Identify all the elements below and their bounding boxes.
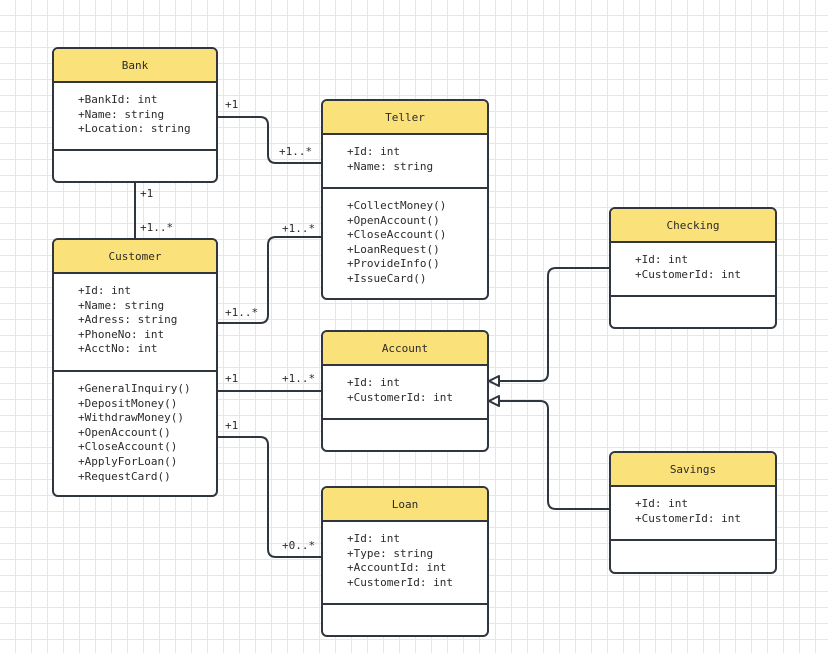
attribute: +AcctNo: int [78, 342, 158, 356]
multiplicity-customer-loan-target: +0..* [282, 539, 316, 552]
multiplicity-customer-teller-target: +1..* [282, 222, 316, 235]
class-teller[interactable]: Teller +Id: int +Name: string +CollectMo… [321, 99, 489, 300]
operation: +DepositMoney() [78, 396, 178, 410]
class-teller-attributes: +Id: int +Name: string [323, 135, 487, 189]
class-checking-header: Checking [611, 209, 775, 243]
attribute: +PhoneNo: int [78, 327, 165, 341]
attribute: +Id: int [635, 497, 688, 510]
attribute: +Id: int [347, 376, 400, 389]
class-bank[interactable]: Bank +BankId: int +Name: string +Locatio… [52, 47, 218, 183]
class-loan-header: Loan [323, 488, 487, 522]
class-loan-attributes: +Id: int +Type: string +AccountId: int +… [323, 522, 487, 605]
multiplicity-customer-loan-source: +1 [225, 419, 239, 432]
class-savings-header: Savings [611, 453, 775, 487]
multiplicity-customer-teller-source: +1..* [225, 306, 259, 319]
operation: +ApplyForLoan() [78, 454, 178, 468]
attribute: +CustomerId: int [347, 575, 453, 589]
attribute: +Id: int [347, 145, 400, 158]
attribute: +Name: string [78, 298, 165, 312]
class-loan-name: Loan [391, 497, 419, 511]
operation: +CloseAccount() [78, 440, 178, 454]
attribute: +CustomerId: int [635, 267, 741, 281]
attribute: +Type: string [347, 546, 434, 560]
generalization-checking-account[interactable] [499, 267, 610, 382]
inheritance-arrowhead-checking [488, 375, 500, 387]
class-customer-attributes: +Id: int +Name: string +Adress: string +… [54, 274, 216, 372]
operation: +RequestCard() [78, 469, 171, 483]
association-customer-loan[interactable] [218, 436, 322, 558]
attribute: +CustomerId: int [635, 511, 741, 525]
attribute: +AccountId: int [347, 561, 447, 575]
class-savings[interactable]: Savings +Id: int +CustomerId: int [609, 451, 777, 574]
association-bank-teller[interactable] [218, 116, 322, 164]
multiplicity-bank-customer-target: +1..* [140, 221, 174, 234]
class-account-attributes: +Id: int +CustomerId: int [323, 366, 487, 420]
class-loan[interactable]: Loan +Id: int +Type: string +AccountId: … [321, 486, 489, 637]
attribute: +Name: string [78, 107, 165, 121]
multiplicity-customer-account-source: +1 [225, 372, 239, 385]
multiplicity-bank-customer-source: +1 [140, 187, 154, 200]
class-bank-name: Bank [121, 58, 149, 72]
operation: +WithdrawMoney() [78, 411, 184, 425]
class-customer-header: Customer [54, 240, 216, 274]
multiplicity-customer-account-target: +1..* [282, 372, 316, 385]
class-account-header: Account [323, 332, 487, 366]
class-teller-header: Teller [323, 101, 487, 135]
operation: +CollectMoney() [347, 199, 447, 212]
attribute: +Id: int [635, 253, 688, 266]
multiplicity-bank-teller-target: +1..* [279, 145, 313, 158]
class-bank-attributes: +BankId: int +Name: string +Location: st… [54, 83, 216, 151]
class-account-name: Account [381, 341, 429, 355]
attribute: +BankId: int [78, 93, 158, 106]
class-checking-attributes: +Id: int +CustomerId: int [611, 243, 775, 297]
association-customer-teller[interactable] [218, 236, 322, 324]
operation: +OpenAccount() [347, 213, 440, 227]
multiplicity-bank-teller-source: +1 [225, 98, 239, 111]
operation: +ProvideInfo() [347, 257, 440, 271]
attribute: +Id: int [78, 284, 131, 297]
attribute: +Name: string [347, 159, 434, 173]
class-checking[interactable]: Checking +Id: int +CustomerId: int [609, 207, 777, 329]
operation: +GeneralInquiry() [78, 382, 191, 395]
attribute: +CustomerId: int [347, 390, 453, 404]
attribute: +Adress: string [78, 313, 178, 327]
attribute: +Location: string [78, 122, 191, 136]
class-customer[interactable]: Customer +Id: int +Name: string +Adress:… [52, 238, 218, 497]
class-teller-operations: +CollectMoney() +OpenAccount() +CloseAcc… [323, 189, 487, 287]
class-checking-name: Checking [666, 218, 720, 232]
operation: +IssueCard() [347, 271, 427, 285]
class-customer-operations: +GeneralInquiry() +DepositMoney() +Withd… [54, 372, 216, 484]
operation: +CloseAccount() [347, 228, 447, 242]
operation: +LoanRequest() [347, 242, 440, 256]
class-teller-name: Teller [385, 110, 425, 124]
class-bank-header: Bank [54, 49, 216, 83]
class-savings-attributes: +Id: int +CustomerId: int [611, 487, 775, 541]
attribute: +Id: int [347, 532, 400, 545]
inheritance-arrowhead-savings [488, 395, 500, 407]
class-account[interactable]: Account +Id: int +CustomerId: int [321, 330, 489, 452]
generalization-savings-account[interactable] [499, 400, 610, 510]
class-savings-name: Savings [669, 462, 717, 476]
class-customer-name: Customer [108, 249, 162, 263]
operation: +OpenAccount() [78, 425, 171, 439]
